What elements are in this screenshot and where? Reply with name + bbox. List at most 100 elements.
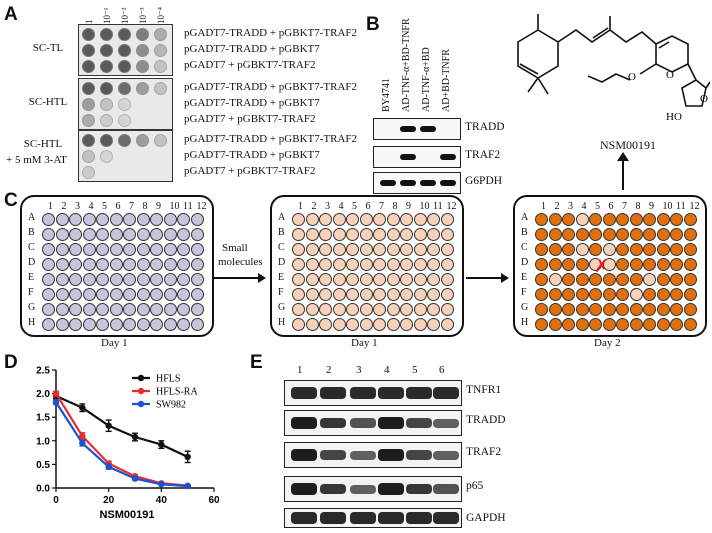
plate-well	[683, 303, 697, 316]
blot-protein-label: TRAF2	[465, 149, 501, 161]
plate-well	[616, 273, 629, 286]
plate-col-label: 8	[142, 201, 148, 212]
plate-well	[96, 303, 109, 316]
plate-well	[575, 288, 589, 301]
plate-well	[305, 273, 319, 286]
plate-well	[400, 228, 413, 241]
plate-well	[386, 213, 400, 226]
plate-well	[319, 213, 332, 226]
plate-well	[683, 258, 697, 271]
plate-well	[163, 273, 177, 286]
plate-well	[332, 243, 346, 256]
plate-well	[440, 303, 454, 316]
dilution-label: 10⁻³	[138, 7, 148, 24]
yeast-spot	[100, 60, 113, 73]
plate-well	[123, 228, 136, 241]
plate-well	[190, 273, 204, 286]
plate-well	[427, 213, 440, 226]
blot-band	[350, 484, 376, 494]
yeast-spot	[82, 98, 95, 111]
plate-col-label: 5	[102, 201, 107, 212]
plate-well	[575, 228, 589, 241]
blot-band	[291, 512, 317, 524]
plate-well	[413, 303, 427, 316]
yeast-spot	[100, 98, 113, 111]
plate-row-label: B	[28, 227, 35, 238]
plate-day-label: Day 1	[101, 337, 128, 349]
blot-band	[406, 387, 432, 399]
plate-well	[562, 213, 575, 226]
data-point	[158, 481, 165, 488]
plate-row-label: E	[28, 272, 35, 283]
plate-well	[683, 213, 697, 226]
plate-well	[670, 303, 683, 316]
plate-col-label: 2	[554, 201, 560, 212]
svg-text:O: O	[628, 71, 636, 83]
plate-well	[562, 243, 575, 256]
plate-row-label: C	[521, 242, 528, 253]
plate-col-label: 1	[298, 201, 303, 212]
plate-well	[413, 273, 427, 286]
plate-well	[562, 288, 575, 301]
plate-col-label: 7	[622, 201, 627, 212]
plate-well	[109, 273, 123, 286]
plate-well	[177, 318, 190, 331]
plate-well	[69, 258, 82, 271]
panel-letter-a: A	[4, 4, 18, 25]
x-tick-label: 0	[53, 495, 59, 506]
plate-well	[629, 228, 643, 241]
plate-well	[440, 273, 454, 286]
yeast-spot	[136, 60, 149, 73]
blot-strip	[373, 118, 461, 140]
plate-well	[548, 228, 562, 241]
plate-well	[150, 288, 163, 301]
plate-well	[670, 228, 683, 241]
plate-col-label: 9	[649, 201, 654, 212]
yeast-spot	[82, 166, 95, 179]
plate-well	[319, 273, 332, 286]
plate-well	[82, 213, 96, 226]
plate-well	[643, 258, 656, 271]
plate-well	[96, 318, 109, 331]
plate-well	[386, 258, 400, 271]
plate-row-label: D	[278, 257, 286, 268]
plate-well	[575, 318, 589, 331]
data-point	[158, 441, 165, 448]
blot-band	[320, 417, 346, 429]
yeast-spot	[136, 134, 149, 147]
small-molecules-label-2: molecules	[218, 256, 263, 268]
plate-well	[292, 318, 305, 331]
plate-well	[427, 258, 440, 271]
plate-well	[575, 303, 589, 316]
plate-row-label: E	[521, 272, 528, 283]
plate-col-label: 12	[446, 201, 457, 212]
plate-well	[96, 243, 109, 256]
plate-well	[163, 303, 177, 316]
plate-well	[292, 288, 305, 301]
plate-well	[346, 228, 359, 241]
plate-well	[96, 213, 109, 226]
plate-arrows	[214, 273, 509, 283]
svg-text:O: O	[666, 69, 674, 81]
plate-well	[177, 288, 190, 301]
plate-well	[319, 288, 332, 301]
plate-well	[346, 213, 359, 226]
plate-well	[305, 288, 319, 301]
yeast-spot	[154, 82, 167, 95]
yeast-spot	[100, 150, 113, 163]
y-tick-label: 1.5	[36, 413, 50, 424]
plate-col-label: 10	[419, 201, 430, 212]
plate-well	[413, 258, 427, 271]
data-point	[131, 475, 139, 482]
plate-col-label: 3	[75, 201, 80, 212]
plate-well	[332, 228, 346, 241]
blot-lane-number: 3	[356, 364, 362, 376]
legend-marker	[137, 374, 145, 382]
plate-well	[150, 273, 163, 286]
plate-well	[643, 273, 656, 286]
plate-well	[109, 258, 123, 271]
data-point	[131, 433, 139, 441]
plate-col-label: 11	[433, 201, 443, 212]
blot-band	[433, 418, 459, 428]
